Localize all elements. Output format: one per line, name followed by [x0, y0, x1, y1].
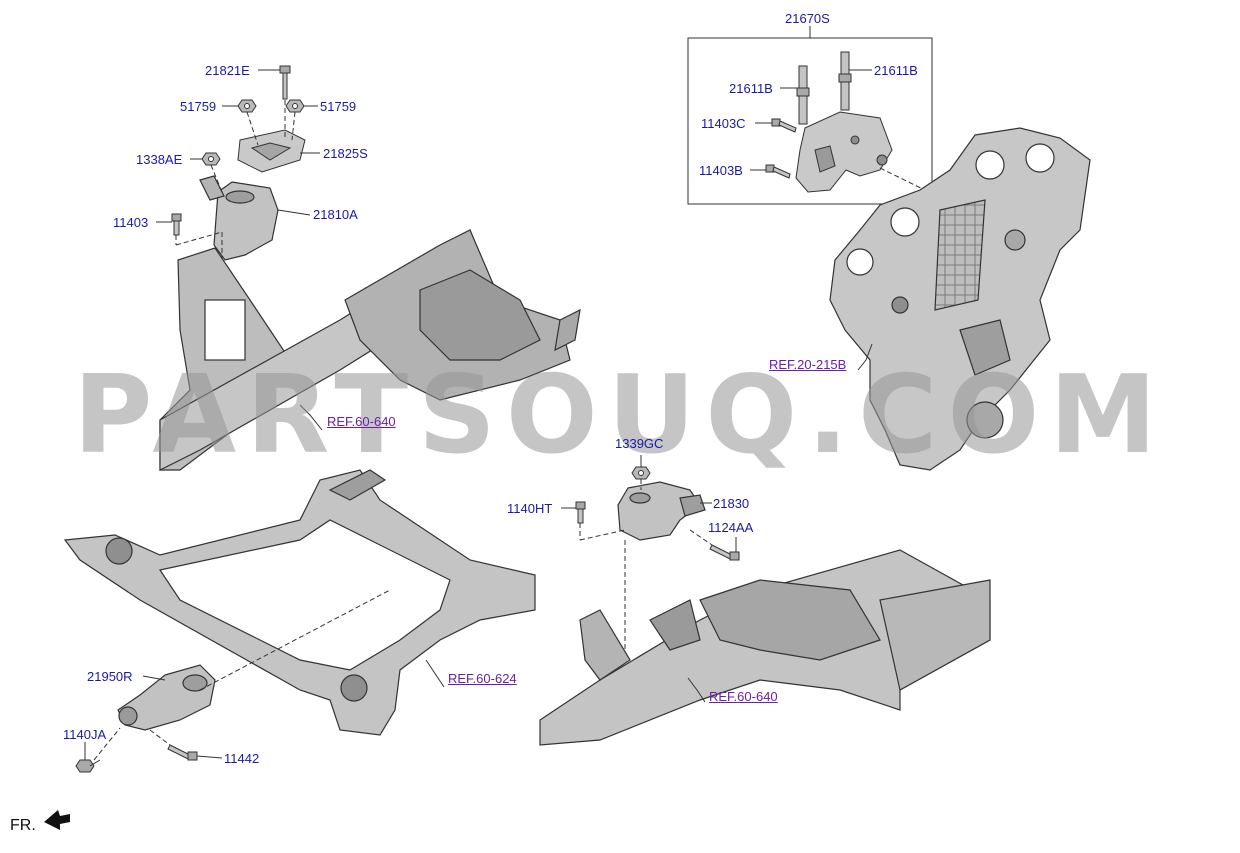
bolt-11442[interactable] [167, 744, 198, 761]
stud-21611b-right[interactable] [838, 51, 852, 111]
front-marker: FR. [10, 817, 36, 834]
rear-mount-21950r[interactable] [117, 664, 216, 731]
ref-link-20-215b[interactable]: REF.20-215B [769, 357, 847, 372]
front-direction-arrow-icon [44, 810, 70, 830]
part-label-51759-right[interactable]: 51759 [320, 99, 357, 114]
side-member-upper[interactable] [159, 228, 581, 471]
part-label-21830[interactable]: 21830 [713, 496, 750, 511]
part-label-1338ae[interactable]: 1338AE [136, 152, 183, 167]
bolt-11403c[interactable] [771, 118, 797, 133]
part-label-1124aa[interactable]: 1124AA [708, 520, 754, 535]
front-subframe[interactable] [63, 469, 536, 736]
nut-1339gc[interactable] [631, 466, 651, 480]
part-label-21821e[interactable]: 21821E [205, 63, 250, 78]
nut-1338ae[interactable] [201, 152, 221, 166]
part-label-11403b[interactable]: 11403B [699, 163, 743, 178]
stud-21611b-left[interactable] [796, 65, 810, 125]
bolt-11403b[interactable] [765, 164, 791, 179]
part-label-11403c[interactable]: 11403C [701, 116, 746, 131]
bolt-21821e[interactable] [279, 65, 291, 100]
part-label-21950r[interactable]: 21950R [87, 669, 133, 684]
part-label-1140ja[interactable]: 1140JA [63, 727, 107, 742]
part-label-21611b-left[interactable]: 21611B [729, 81, 773, 96]
bolt-1124aa[interactable] [709, 544, 740, 561]
watermark: PARTSOUQ.COM [73, 353, 1167, 478]
leader-lines [84, 69, 873, 760]
part-label-51759-left[interactable]: 51759 [180, 99, 217, 114]
rear-mount-dashed-lines [93, 589, 391, 761]
transmission-mount-dashed-lines [579, 479, 713, 650]
bolt-11403[interactable] [171, 213, 182, 236]
part-label-21611b-right[interactable]: 21611B [874, 63, 918, 78]
part-label-21810a[interactable]: 21810A [313, 207, 358, 222]
part-label-1339gc[interactable]: 1339GC [615, 436, 664, 451]
engine-bracket-21670s[interactable] [795, 111, 893, 193]
engine-mount-21810a[interactable] [199, 175, 279, 261]
bolt-1140ht[interactable] [575, 501, 586, 524]
bolt-1140ja[interactable] [75, 759, 101, 773]
part-label-21825s[interactable]: 21825S [323, 146, 368, 161]
ref-link-60-640-top[interactable]: REF.60-640 [327, 414, 396, 429]
mount-cover-21825s[interactable] [237, 129, 306, 173]
transmission-mount-21830[interactable] [617, 481, 706, 541]
part-label-11442[interactable]: 11442 [224, 751, 260, 766]
part-label-11403[interactable]: 11403 [113, 215, 149, 230]
timing-cover[interactable] [829, 127, 1091, 471]
ref-link-60-624[interactable]: REF.60-624 [448, 671, 517, 686]
side-member-lower[interactable] [539, 549, 991, 746]
nut-51759-left[interactable] [237, 99, 257, 113]
part-label-21670s[interactable]: 21670S [785, 11, 830, 26]
ref-link-60-640-bottom[interactable]: REF.60-640 [709, 689, 778, 704]
nut-51759-right[interactable] [285, 99, 305, 113]
part-label-1140ht[interactable]: 1140HT [507, 501, 553, 516]
